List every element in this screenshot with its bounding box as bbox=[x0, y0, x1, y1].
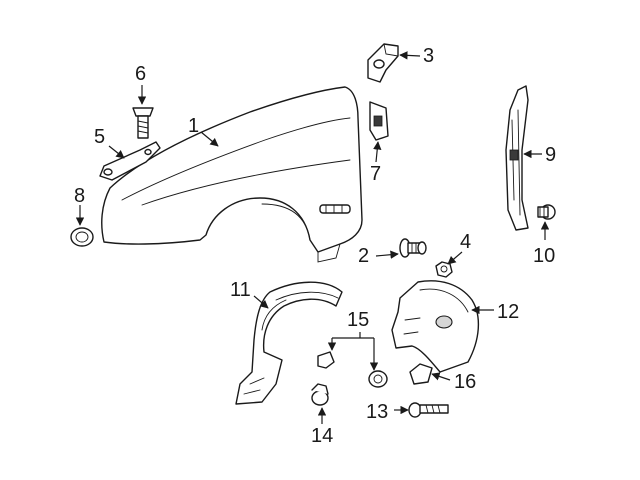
callout-13: 13 bbox=[366, 401, 388, 423]
callout-10: 10 bbox=[533, 245, 555, 267]
liner-clip bbox=[409, 363, 433, 385]
callout-8: 8 bbox=[74, 185, 85, 207]
callout-5: 5 bbox=[94, 126, 105, 148]
callout-7: 7 bbox=[370, 163, 381, 185]
callout-1: 1 bbox=[188, 115, 199, 137]
callout-11: 11 bbox=[230, 279, 251, 301]
screw bbox=[132, 107, 154, 139]
callout-14: 14 bbox=[311, 425, 333, 447]
stud-bolt bbox=[399, 238, 427, 258]
fender-panel bbox=[101, 86, 363, 263]
callout-3: 3 bbox=[423, 45, 434, 67]
callout-9: 9 bbox=[545, 144, 556, 166]
bolt bbox=[408, 402, 449, 418]
small-bracket bbox=[369, 101, 389, 141]
upper-bracket bbox=[367, 43, 399, 83]
callout-16: 16 bbox=[454, 371, 476, 393]
callout-2: 2 bbox=[358, 245, 369, 267]
push-clip bbox=[311, 383, 329, 406]
clip-fastener bbox=[537, 204, 556, 220]
callout-labels: 1 2 3 4 5 6 7 8 9 10 11 12 13 14 15 16 bbox=[74, 45, 556, 447]
rear-liner bbox=[391, 280, 480, 373]
callout-15: 15 bbox=[347, 309, 369, 331]
wheelhouse-liner bbox=[235, 281, 343, 405]
grommet bbox=[70, 227, 94, 247]
callout-4: 4 bbox=[460, 231, 471, 253]
hex-nut bbox=[435, 261, 453, 278]
leader-lines bbox=[75, 51, 550, 424]
fender-bracket bbox=[99, 141, 161, 181]
callout-6: 6 bbox=[135, 63, 146, 85]
retainer-clip-b bbox=[368, 370, 388, 388]
retainer-clip-a bbox=[317, 351, 335, 369]
callout-12: 12 bbox=[497, 301, 519, 323]
vertical-seal bbox=[505, 85, 529, 231]
